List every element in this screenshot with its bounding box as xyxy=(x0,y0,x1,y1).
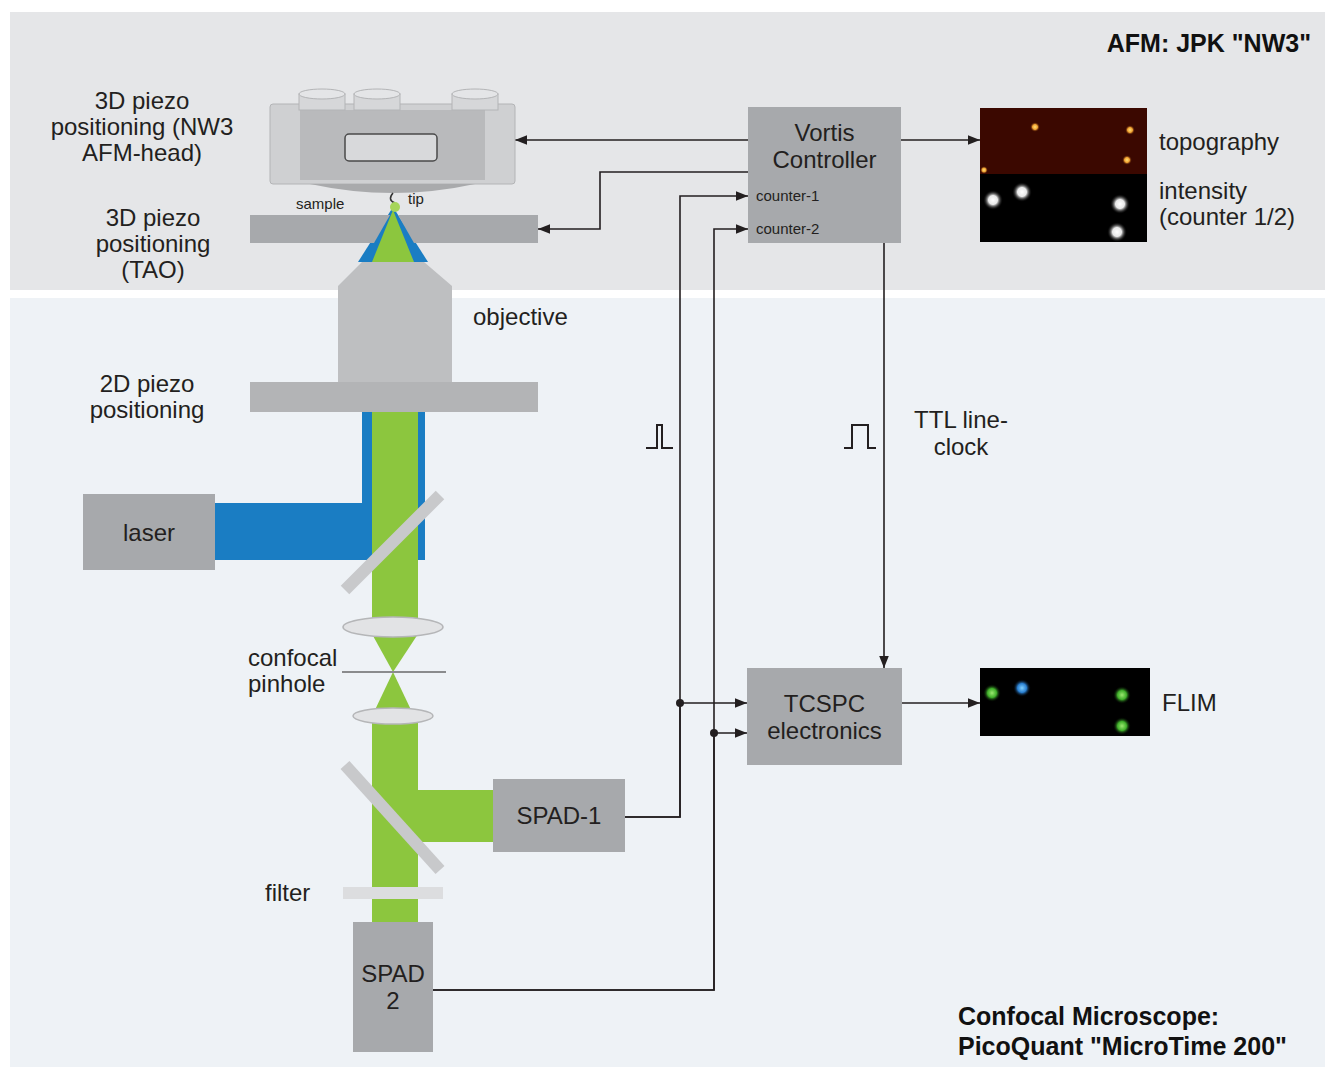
head-window xyxy=(345,134,437,161)
node-label: 3D piezo positioning (NW3 AFM-head) xyxy=(42,88,242,166)
junction-dot xyxy=(676,699,684,707)
image-panel: topography xyxy=(980,108,1147,174)
laser-beam xyxy=(215,503,385,560)
image-spot xyxy=(1107,222,1127,242)
electronics-box: TCSPC electronics xyxy=(747,668,902,765)
laser-box: laser xyxy=(83,494,215,570)
node-shape xyxy=(250,215,538,243)
head-dome xyxy=(310,184,475,193)
node-shape xyxy=(980,108,1147,174)
image-spot xyxy=(1113,686,1131,704)
cantilever-tip xyxy=(390,193,395,203)
detector-box: SPAD 2 xyxy=(353,922,433,1052)
pulse-symbol xyxy=(844,425,876,448)
node-label: AFM: JPK "NW3" xyxy=(1107,28,1311,58)
lens xyxy=(353,708,433,724)
sample-stage: 3D piezo positioning (TAO) xyxy=(250,215,538,243)
head-body xyxy=(270,104,515,184)
emission-beam xyxy=(372,716,418,922)
signal-connector xyxy=(625,196,748,817)
node-label: intensity (counter 1/2) xyxy=(1159,178,1309,230)
emission-beam xyxy=(393,790,493,842)
stage-plate xyxy=(398,215,538,243)
signal-connector xyxy=(883,243,885,668)
head-core xyxy=(300,110,485,180)
signal-connector xyxy=(902,702,980,704)
image-panel: FLIM xyxy=(980,668,1150,736)
signal-connector xyxy=(515,139,748,141)
node-label: Vortis Controller xyxy=(748,119,901,173)
port-label: counter-1 xyxy=(756,187,819,205)
emission-beam xyxy=(374,672,412,712)
signal-connector xyxy=(433,229,748,990)
node-label: 3D piezo positioning (TAO) xyxy=(78,205,228,283)
image-spot xyxy=(983,190,1003,210)
image-spot xyxy=(980,166,988,174)
head-cylinder-top xyxy=(354,89,400,99)
port-label: counter-2 xyxy=(756,220,819,238)
laser-beam xyxy=(362,412,425,560)
image-spot xyxy=(1122,155,1132,165)
objective-lens xyxy=(338,262,452,382)
part-label: confocal pinhole xyxy=(248,645,348,697)
signal-connector xyxy=(625,703,747,817)
excitation-cone xyxy=(358,207,428,262)
emission-beam xyxy=(372,634,418,672)
image-panel: intensity (counter 1/2) xyxy=(980,174,1147,242)
edge-label: TTL line-clock xyxy=(906,406,1016,460)
tip-dot xyxy=(390,202,400,212)
image-spot xyxy=(1125,125,1135,135)
image-spot xyxy=(1012,182,1032,202)
node-label: SPAD-1 xyxy=(517,802,602,829)
part-label: objective xyxy=(473,304,568,330)
signal-connector xyxy=(901,139,980,141)
controller-box: Vortis Controller counter-1 counter-2 xyxy=(748,107,901,243)
piezo-bar xyxy=(250,382,538,412)
emission-beam xyxy=(372,412,418,622)
beam-splitter xyxy=(345,765,440,870)
emission-cone xyxy=(372,210,414,262)
pinhole xyxy=(342,671,446,673)
lens xyxy=(343,617,443,637)
image-spot xyxy=(1110,194,1130,214)
head-cylinder-top xyxy=(299,89,345,99)
stage-plate xyxy=(250,215,390,243)
image-spot xyxy=(983,684,1001,702)
junction-dot xyxy=(710,729,718,737)
node-label: SPAD 2 xyxy=(355,960,431,1014)
signal-connector xyxy=(538,172,748,229)
part-label: sample xyxy=(296,195,344,213)
image-spot xyxy=(1013,679,1031,697)
node-shape xyxy=(980,174,1147,242)
node-label: Confocal Microscope: PicoQuant "MicroTim… xyxy=(958,1001,1313,1061)
part-label: filter xyxy=(265,880,310,906)
part-label: tip xyxy=(408,190,424,208)
head-cylinder-top xyxy=(452,89,498,99)
node-label: topography xyxy=(1159,128,1279,155)
image-spot xyxy=(1113,717,1131,735)
filter-plate xyxy=(343,887,443,899)
node-shape xyxy=(980,668,1150,736)
dichroic-mirror xyxy=(345,495,440,590)
node-label: laser xyxy=(123,519,175,546)
part-label: 2D piezo positioning xyxy=(72,371,222,423)
detector-box: SPAD-1 xyxy=(493,779,625,852)
panel-band: AFM: JPK "NW3" 3D piezo positioning (NW3 … xyxy=(10,12,1325,290)
image-spot xyxy=(1030,122,1040,132)
pulse-symbol xyxy=(646,425,673,448)
node-label: FLIM xyxy=(1162,689,1217,716)
signal-connector xyxy=(433,733,747,990)
node-label: TCSPC electronics xyxy=(749,690,900,744)
panel-band: Confocal Microscope: PicoQuant "MicroTim… xyxy=(10,298,1325,1067)
